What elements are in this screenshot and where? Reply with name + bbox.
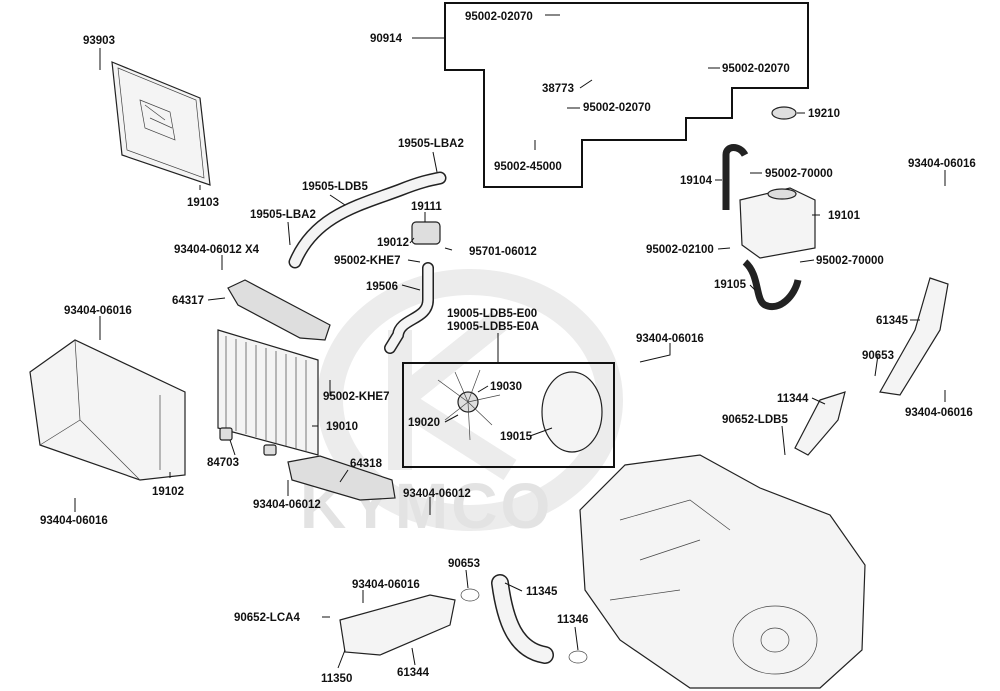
duct-61344-part xyxy=(339,594,456,656)
label-61345: 61345 xyxy=(876,315,909,327)
label-19015: 19015 xyxy=(500,431,533,443)
radiator-19010-part xyxy=(217,329,319,456)
leader-lines xyxy=(74,14,946,669)
duct-11345-part xyxy=(491,574,554,664)
label-93404-06016-right-top: 93404-06016 xyxy=(908,158,976,170)
label-11344: 11344 xyxy=(777,393,809,405)
label-19102: 19102 xyxy=(152,486,184,498)
label-19103: 19103 xyxy=(187,197,219,209)
label-90914: 90914 xyxy=(370,33,403,45)
label-95002-khe7-top: 95002-KHE7 xyxy=(334,255,400,267)
label-19010: 19010 xyxy=(326,421,358,433)
tube-19105-part xyxy=(742,259,802,311)
label-90652-ldb5: 90652-LDB5 xyxy=(722,414,788,426)
label-95701-06012: 95701-06012 xyxy=(469,246,537,258)
label-90653-right: 90653 xyxy=(862,350,894,362)
engine-part xyxy=(579,454,866,689)
label-93404-06016-right-bottom: 93404-06016 xyxy=(905,407,973,419)
fan-kit-box xyxy=(402,362,615,468)
label-19005-ldb5-e00: 19005-LDB5-E00 xyxy=(447,308,537,320)
label-19030: 19030 xyxy=(490,381,522,393)
clamp-90653-b-part xyxy=(460,588,480,602)
label-11350: 11350 xyxy=(321,673,352,685)
label-93404-06012-x4: 93404-06012 X4 xyxy=(174,244,260,256)
label-93404-06012-bottom: 93404-06012 xyxy=(253,499,321,511)
duct-11344-part xyxy=(794,391,846,456)
label-19012: 19012 xyxy=(377,237,409,249)
bracket-64318-part xyxy=(287,455,396,501)
label-61344: 61344 xyxy=(397,667,430,679)
label-90653-bottom: 90653 xyxy=(448,558,480,570)
hose-19505-ldb5-part xyxy=(288,171,447,269)
label-19020: 19020 xyxy=(408,417,440,429)
label-95002-45000: 95002-45000 xyxy=(494,161,562,173)
label-95002-02070-top: 95002-02070 xyxy=(465,11,533,23)
cap-19210-part xyxy=(771,106,797,120)
label-95002-khe7-bottom: 95002-KHE7 xyxy=(323,391,389,403)
label-19506: 19506 xyxy=(366,281,398,293)
label-93903: 93903 xyxy=(83,35,115,47)
hose-19506-part xyxy=(384,262,434,354)
label-93404-06016-bottom: 93404-06016 xyxy=(352,579,420,591)
bracket-64317-part xyxy=(227,279,331,341)
damper-84703-part xyxy=(219,427,277,456)
label-19505-ldb5: 19505-LDB5 xyxy=(302,181,368,193)
fan-19020-part xyxy=(437,369,501,441)
gasket-93903-part xyxy=(111,61,211,186)
label-19105: 19105 xyxy=(714,279,747,291)
duct-61345-part xyxy=(879,277,949,396)
label-19210: 19210 xyxy=(808,108,840,120)
label-11346: 11346 xyxy=(557,614,588,626)
label-19505-lba2-top: 19505-LBA2 xyxy=(398,138,464,150)
label-19005-ldb5-e0a: 19005-LDB5-E0A xyxy=(447,321,539,333)
fan-ring-19015-part xyxy=(541,371,603,453)
tube-19104-part xyxy=(722,144,749,210)
label-11345: 11345 xyxy=(526,586,558,598)
label-90652-lca4: 90652-LCA4 xyxy=(234,612,300,624)
label-93404-06016-center: 93404-06016 xyxy=(636,333,704,345)
label-19111: 19111 xyxy=(411,201,442,213)
label-19101: 19101 xyxy=(828,210,861,222)
label-19104: 19104 xyxy=(680,175,713,187)
label-95002-02100: 95002-02100 xyxy=(646,244,714,256)
label-95002-70000-top: 95002-70000 xyxy=(765,168,833,180)
part-labels: 93903 19103 90914 95002-02070 95002-0207… xyxy=(40,11,976,685)
label-95002-02070-mid: 95002-02070 xyxy=(583,102,651,114)
label-93404-06016-left: 93404-06016 xyxy=(64,305,132,317)
label-95002-02070-right: 95002-02070 xyxy=(722,63,790,75)
label-19505-lba2-left: 19505-LBA2 xyxy=(250,209,316,221)
label-93404-06016-bottom-left: 93404-06016 xyxy=(40,515,108,527)
label-95002-70000-bottom: 95002-70000 xyxy=(816,255,884,267)
shroud-19102-part xyxy=(29,339,186,481)
hose-kit-box xyxy=(444,2,809,188)
label-38773: 38773 xyxy=(542,83,574,95)
thermostat-19111-part xyxy=(411,221,441,245)
label-64317: 64317 xyxy=(172,295,204,307)
label-64318: 64318 xyxy=(350,458,383,470)
label-84703: 84703 xyxy=(207,457,239,469)
reservoir-19101-part xyxy=(739,187,816,259)
label-93404-06012-right: 93404-06012 xyxy=(403,488,471,500)
clamp-11346-part xyxy=(568,650,588,664)
